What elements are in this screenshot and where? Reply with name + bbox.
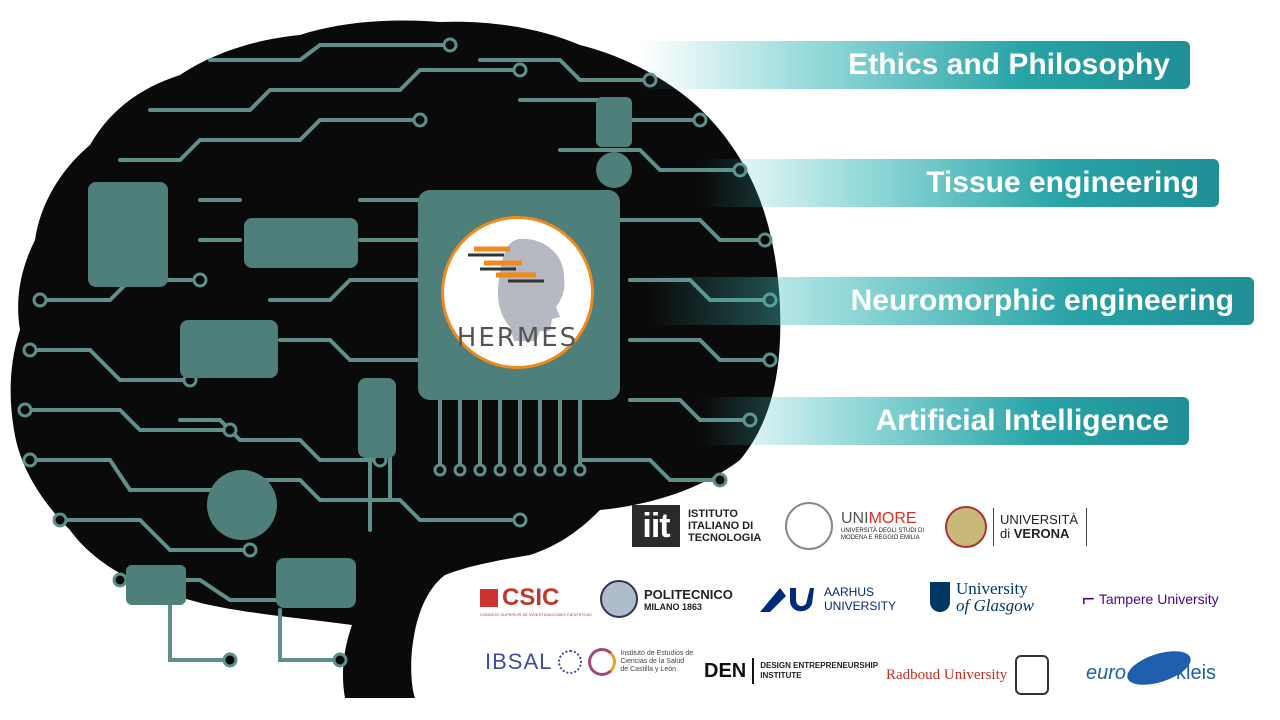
hermes-wordmark: HERMES — [444, 323, 591, 353]
banner-ethics-philosophy: Ethics and Philosophy — [640, 41, 1190, 89]
den-line1: DESIGN ENTREPRENEURSHIP — [760, 661, 879, 670]
ibsal-dots-icon — [558, 650, 583, 674]
polimi-line1: POLITECNICO — [644, 586, 733, 602]
chip-top — [244, 218, 358, 268]
ibsal-mark: IBSAL — [485, 649, 553, 674]
unimore-name-a: UNI — [841, 510, 869, 527]
verona-line2b: VERONA — [1013, 526, 1070, 541]
hermes-logo-text: HERMES — [456, 323, 579, 353]
iit-mark: iit — [632, 505, 680, 547]
logo-radboud: Radboud University — [886, 655, 1050, 695]
logo-glasgow: University of Glasgow — [930, 580, 1034, 614]
pad-round — [207, 470, 277, 540]
polimi-line2: MILANO 1863 — [644, 601, 703, 612]
logo-tampere: ⌐ Tampere University — [1082, 586, 1219, 612]
chip-top-right — [596, 97, 632, 147]
glasgow-line1: University — [956, 579, 1028, 598]
banner-neuromorphic-engineering: Neuromorphic engineering — [650, 277, 1254, 325]
banner-label: Ethics and Philosophy — [848, 48, 1170, 81]
aarhus-arc-icon — [760, 588, 814, 612]
hermes-logo: HERMES — [441, 216, 594, 369]
chip-small — [358, 378, 396, 458]
csic-emblem-icon — [480, 589, 498, 607]
chip-bottom — [276, 558, 356, 608]
polimi-seal-icon — [600, 580, 638, 618]
logo-iit: iit ISTITUTO ITALIANO DI TECNOLOGIA — [632, 505, 761, 547]
ibsal-emblem-icon — [588, 648, 617, 676]
den-mark: DEN — [704, 659, 747, 682]
iit-line2: ITALIANO DI — [688, 520, 754, 532]
unimore-seal-icon — [785, 502, 833, 550]
tampere-bracket-icon: ⌐ — [1082, 586, 1095, 611]
eurokleis-a: euro — [1086, 662, 1127, 684]
ibsal-sub2: Ciencias de la Salud — [620, 658, 685, 665]
aarhus-line2: UNIVERSITY — [824, 599, 897, 613]
banner-label: Tissue engineering — [926, 166, 1199, 199]
logo-verona: UNIVERSITÀ di VERONA — [945, 506, 1088, 548]
iit-line3: TECNOLOGIA — [688, 532, 762, 544]
csic-sub: CONSEJO SUPERIOR DE INVESTIGACIONES CIEN… — [480, 612, 592, 617]
verona-seal-icon — [945, 506, 987, 548]
banner-artificial-intelligence: Artificial Intelligence — [700, 397, 1189, 445]
radboud-seal-icon — [1015, 655, 1050, 695]
pad-round-top — [596, 152, 632, 188]
chip-bottom-left — [126, 565, 186, 605]
verona-line1: UNIVERSITÀ — [1000, 512, 1079, 527]
logo-csic: CSIC CONSEJO SUPERIOR DE INVESTIGACIONES… — [480, 584, 592, 617]
logo-polimi: POLITECNICO MILANO 1863 — [600, 580, 733, 618]
radboud-name: Radboud University — [886, 666, 1008, 683]
banner-label: Neuromorphic engineering — [850, 284, 1234, 317]
hermes-head-icon — [468, 238, 565, 341]
glasgow-line2: of Glasgow — [956, 596, 1034, 615]
unimore-sub1: UNIVERSITÀ DEGLI STUDI DI — [841, 528, 925, 534]
eurokleis-b: kleis — [1176, 662, 1217, 684]
aarhus-line1: AARHUS — [824, 585, 875, 599]
verona-line2a: di — [1000, 526, 1014, 541]
csic-mark: CSIC — [502, 584, 560, 611]
logo-unimore: UNIMORE UNIVERSITÀ DEGLI STUDI DI MODENA… — [785, 502, 924, 550]
unimore-sub2: MODENA E REGGIO EMILIA — [841, 535, 920, 541]
glasgow-crest-icon — [930, 582, 950, 612]
unimore-name-b: MORE — [868, 510, 917, 527]
ibsal-sub1: Instituto de Estudios de — [620, 650, 694, 657]
banner-tissue-engineering: Tissue engineering — [700, 159, 1219, 207]
chip-left — [88, 182, 168, 287]
logo-eurokleis: euro kleis — [1086, 644, 1226, 692]
logo-den: DEN DESIGN ENTREPRENEURSHIP INSTITUTE — [704, 658, 878, 684]
banner-label: Artificial Intelligence — [875, 404, 1169, 437]
chip-middle — [180, 320, 278, 378]
tampere-name: Tampere University — [1098, 591, 1219, 607]
ibsal-sub3: de Castilla y León — [620, 666, 677, 673]
iit-line1: ISTITUTO — [688, 508, 738, 520]
logo-ibsal: IBSAL Instituto de Estudios de Ciencias … — [485, 648, 693, 676]
den-line2: INSTITUTE — [760, 671, 802, 680]
logo-aarhus: AARHUS UNIVERSITY — [758, 584, 896, 614]
